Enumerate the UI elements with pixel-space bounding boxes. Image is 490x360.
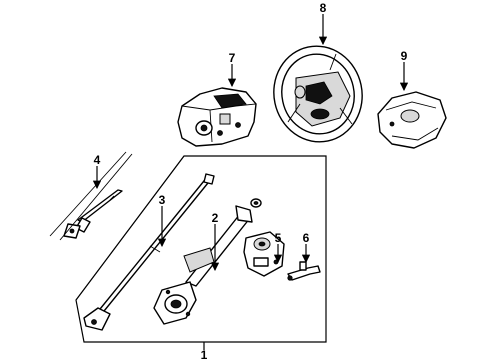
callout-9: 9 bbox=[401, 49, 408, 63]
callout-8: 8 bbox=[320, 1, 327, 15]
airbag-module-part bbox=[377, 91, 447, 149]
callout-6: 6 bbox=[303, 231, 310, 245]
intermediate-shaft-part bbox=[63, 189, 123, 239]
callout-2: 2 bbox=[212, 211, 219, 225]
callout-1: 1 bbox=[201, 348, 208, 360]
part-4-bracket-line bbox=[49, 151, 127, 237]
column-shroud-part bbox=[177, 87, 257, 147]
callout-5: 5 bbox=[275, 231, 282, 245]
callout-4: 4 bbox=[94, 153, 101, 167]
callout-3: 3 bbox=[159, 193, 166, 207]
steering-wheel-part bbox=[273, 45, 363, 143]
lock-housing-part bbox=[243, 231, 285, 277]
callout-7: 7 bbox=[229, 51, 236, 65]
steering-shaft-part bbox=[83, 173, 215, 331]
collar-part bbox=[250, 198, 262, 208]
assembly-outline-edge bbox=[75, 155, 185, 301]
part-4-bracket-line bbox=[59, 153, 133, 241]
bracket-part bbox=[287, 261, 321, 281]
column-tube-part bbox=[153, 205, 253, 325]
